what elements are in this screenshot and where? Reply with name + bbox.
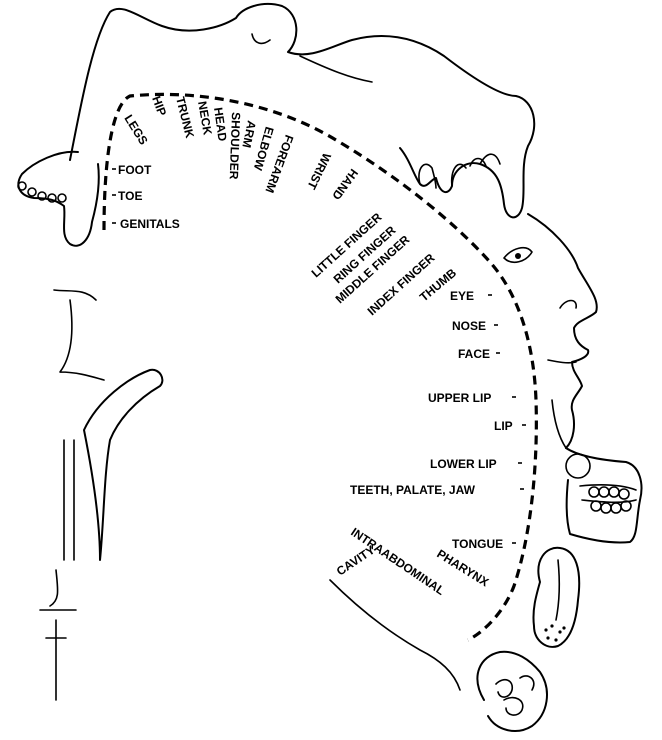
- label-lower-lip: LOWER LIP: [430, 457, 497, 471]
- head-ear-detail: [252, 34, 270, 43]
- ventricle-shape: [84, 370, 162, 560]
- fingers: [419, 154, 500, 188]
- toe-2: [28, 188, 36, 196]
- tongue-outline: [533, 548, 579, 647]
- torso-outline: [70, 4, 534, 217]
- label-upper-lip: UPPER LIP: [428, 391, 491, 405]
- figure-drawing: [18, 4, 641, 731]
- label-lip: LIP: [494, 419, 513, 433]
- jaw-line: [552, 400, 566, 448]
- label-face: FACE: [458, 347, 490, 361]
- label-nose: NOSE: [452, 319, 486, 333]
- label-legs: LEGS: [121, 112, 150, 147]
- intestine-coils: [496, 676, 534, 715]
- label-head: HEAD: [211, 106, 230, 142]
- label-eye: EYE: [450, 289, 474, 303]
- label-neck: NECK: [195, 100, 215, 136]
- nostril: [560, 301, 576, 309]
- toe-5: [58, 194, 66, 202]
- label-wrist: WRIST: [304, 151, 334, 192]
- face-profile: [528, 214, 597, 448]
- teeth: [589, 487, 631, 513]
- label-hand: HAND: [329, 166, 361, 203]
- label-genitals: GENITALS: [120, 217, 180, 231]
- chest-line: [300, 56, 372, 82]
- cortex-line-left: [54, 290, 104, 380]
- jaw-outline: [566, 448, 641, 543]
- tongue-midline: [556, 560, 559, 620]
- tongue-texture: [544, 624, 565, 641]
- label-hip: HIP: [149, 94, 169, 118]
- brainstem-lines: [40, 570, 76, 700]
- label-trunk: TRUNK: [173, 95, 197, 139]
- midline-bars: [64, 440, 74, 560]
- label-toe: TOE: [118, 189, 142, 203]
- eye-pupil: [515, 253, 521, 259]
- jaw-ring: [566, 454, 590, 478]
- label-tongue: TONGUE: [452, 537, 503, 551]
- label-cavity: CAVITY: [334, 543, 378, 579]
- label-foot: FOOT: [118, 163, 152, 177]
- label-teeth-palate-jaw: TEETH, PALATE, JAW: [350, 483, 476, 497]
